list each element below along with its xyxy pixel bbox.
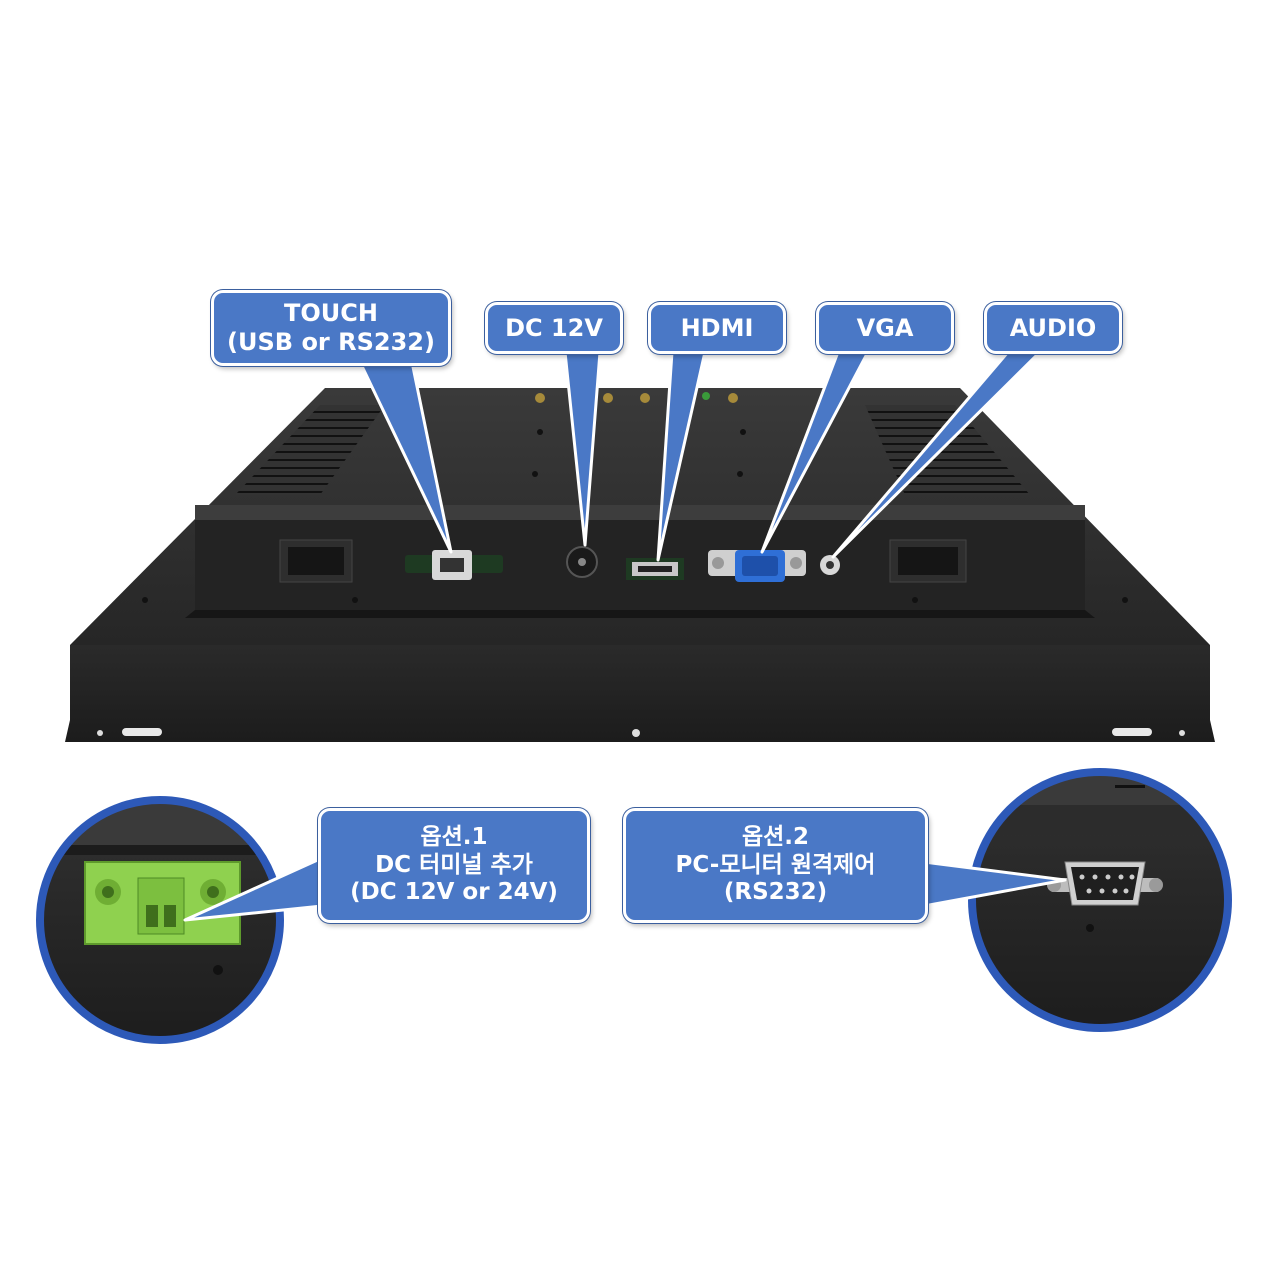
touch-label-line1: TOUCH: [284, 299, 378, 328]
hdmi-label-text: HDMI: [680, 313, 754, 342]
dc-terminal-block: [84, 861, 241, 945]
dc-jack-port: [566, 546, 598, 578]
hdmi-port: [626, 558, 684, 580]
option1-label: 옵션.1 DC 터미널 추가 (DC 12V or 24V): [318, 808, 590, 923]
vent-left: [235, 405, 385, 495]
dc-terminal-zoom-view: [36, 796, 284, 1044]
rs232-db9-port: [1047, 861, 1163, 906]
option2-label-line2: PC-모니터 원격제어: [675, 851, 876, 878]
option2-label-line3: (RS232): [723, 879, 828, 906]
bottom-frame: [65, 645, 1215, 742]
option1-label-line3: (DC 12V or 24V): [350, 879, 558, 906]
option2-label-line1: 옵션.2: [741, 824, 810, 851]
option1-label-line1: 옵션.1: [420, 824, 488, 851]
usb-b-port: [405, 550, 503, 580]
option2-label: 옵션.2 PC-모니터 원격제어 (RS232): [623, 808, 928, 923]
vga-label: VGA: [816, 302, 954, 354]
dc12v-label: DC 12V: [485, 302, 623, 354]
blank-plate-left: [279, 539, 353, 583]
touch-label-line2: (USB or RS232): [227, 328, 435, 356]
audio-jack-port: [820, 555, 840, 575]
option1-label-line2: DC 터미널 추가: [375, 851, 533, 878]
dc12v-label-text: DC 12V: [505, 313, 603, 342]
hdmi-label: HDMI: [648, 302, 786, 354]
touch-label: TOUCH (USB or RS232): [211, 290, 451, 366]
vga-label-text: VGA: [856, 313, 914, 342]
audio-label-text: AUDIO: [1009, 313, 1097, 342]
io-box-top: [195, 505, 1085, 520]
audio-label: AUDIO: [984, 302, 1122, 354]
vga-port: [708, 550, 806, 582]
rs232-zoom-view: [968, 768, 1232, 1032]
blank-plate-right: [889, 539, 967, 583]
